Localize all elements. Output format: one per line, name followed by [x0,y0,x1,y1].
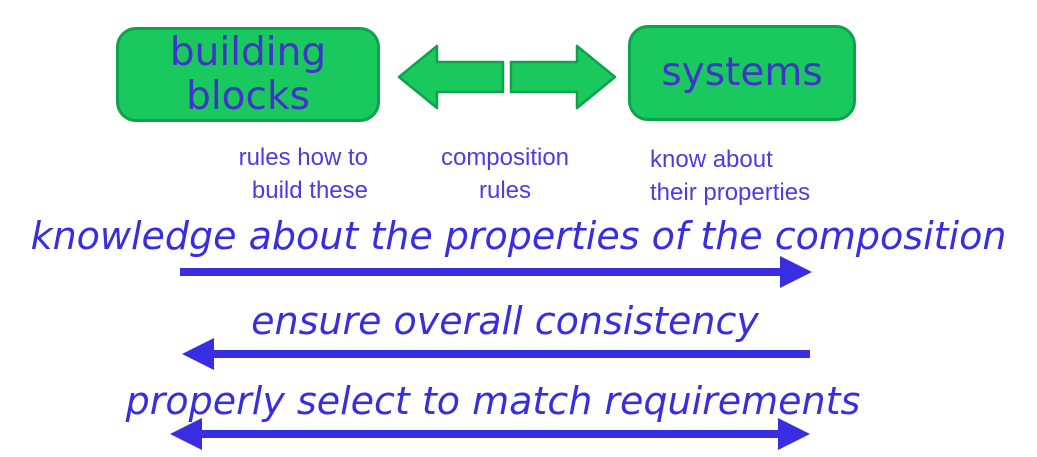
flow-arrow-right-icon [180,256,812,288]
composition-arrows [397,44,617,110]
building-blocks-sublabel-line1: rules how to [238,144,368,171]
building-blocks-sublabel-line2: build these [251,177,368,204]
systems-sublabel: know about their properties [650,143,900,209]
green-left-arrow-icon [397,44,505,110]
composition-rules-label: composition rules [403,141,607,207]
green-right-arrow-icon [509,44,617,110]
flow-arrow-left-icon [182,338,810,370]
systems-box: systems [628,25,856,121]
systems-sublabel-line1: know about [650,146,773,173]
building-blocks-label-line2: blocks [186,73,310,119]
flow-arrow-double-icon [170,418,810,450]
building-blocks-box: building blocks [116,27,380,122]
systems-label: systems [661,50,823,95]
flow-knowledge-text: knowledge about the properties of the co… [30,214,1007,258]
composition-rules-label-line1: composition [440,144,570,171]
building-blocks-label-line1: building [169,29,327,75]
composition-rules-label-line2: rules [478,177,532,204]
flow-select-text: properly select to match requirements [125,379,861,423]
systems-sublabel-line2: their properties [650,179,811,206]
building-blocks-sublabel: rules how to build these [148,141,368,207]
flow-consistency-text: ensure overall consistency [251,299,759,343]
